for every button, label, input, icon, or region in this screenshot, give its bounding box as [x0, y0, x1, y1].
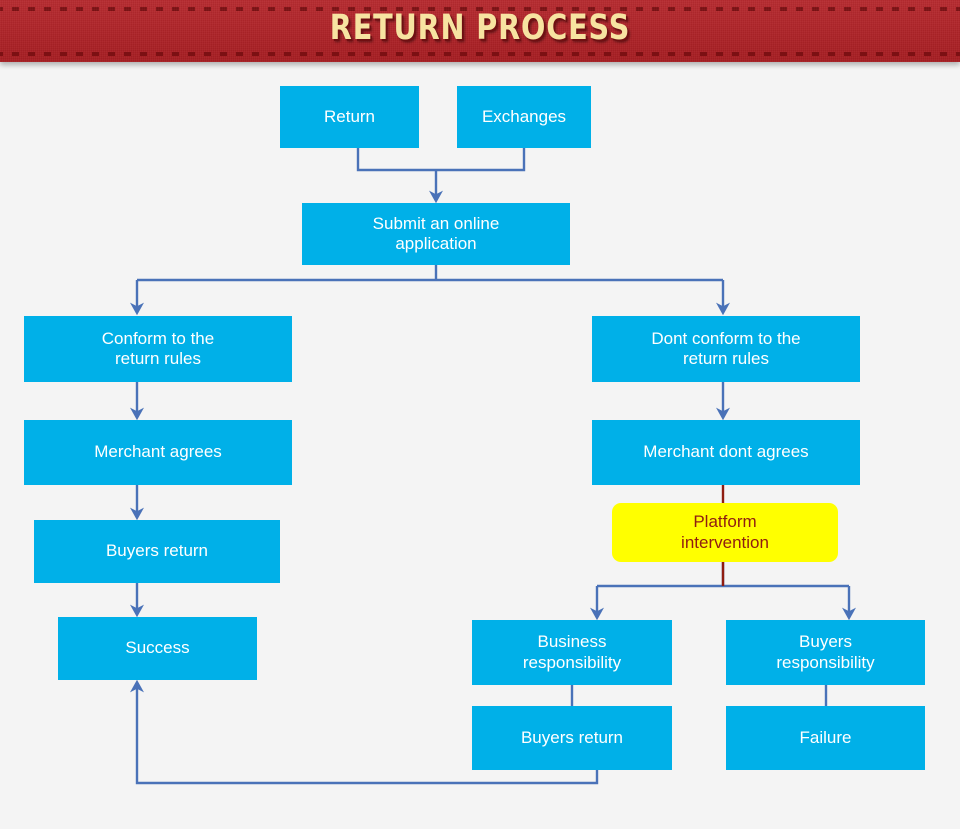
node-conform-to-return-rules[interactable]: Conform to the return rules — [24, 316, 292, 382]
node-return-label: Return — [323, 106, 376, 126]
node-merchant-dont-agrees[interactable]: Merchant dont agrees — [592, 420, 860, 485]
node-conform-label-line2: return rules — [115, 349, 201, 368]
edge-return-to-junction — [356, 148, 436, 172]
node-merchant-dont-agrees-label: Merchant dont agrees — [643, 442, 809, 462]
edge-exchanges-to-junction — [436, 148, 526, 172]
node-platform-label-line2: intervention — [681, 532, 769, 552]
node-submit-label-line1: Submit an online — [372, 213, 500, 233]
node-buyers-responsibility[interactable]: Buyers responsibility — [726, 620, 925, 685]
node-submit-label-line2: application — [395, 234, 477, 253]
node-platform-intervention[interactable]: Platform intervention — [612, 503, 838, 562]
node-buyers-resp-label-line1: Buyers — [799, 632, 852, 652]
node-return[interactable]: Return — [280, 86, 419, 148]
node-buyers-return-bottom[interactable]: Buyers return — [472, 706, 672, 770]
node-exchanges[interactable]: Exchanges — [457, 86, 591, 148]
node-submit-online-application[interactable]: Submit an online application — [302, 203, 570, 265]
node-business-resp-label-line2: responsibility — [522, 652, 622, 672]
node-buyers-return-left-label: Buyers return — [105, 541, 209, 561]
node-failure-label: Failure — [799, 727, 852, 747]
node-buyers-return-left[interactable]: Buyers return — [34, 520, 280, 583]
page-title: RETURN PROCESS — [329, 8, 631, 48]
node-merchant-agrees-label: Merchant agrees — [94, 442, 222, 462]
node-business-responsibility[interactable]: Business responsibility — [472, 620, 672, 685]
node-merchant-agrees[interactable]: Merchant agrees — [24, 420, 292, 485]
node-failure[interactable]: Failure — [726, 706, 925, 770]
node-dont-conform-to-return-rules[interactable]: Dont conform to the return rules — [592, 316, 860, 382]
node-exchanges-label: Exchanges — [481, 106, 567, 126]
node-business-resp-label-line1: Business — [537, 632, 607, 652]
node-buyers-resp-label-line2: responsibility — [776, 652, 875, 672]
node-dont-conform-label-line2: return rules — [683, 349, 769, 368]
node-buyers-return-bottom-label: Buyers return — [520, 727, 624, 747]
node-dont-conform-label-line1: Dont conform to the — [651, 328, 801, 348]
header-banner: RETURN PROCESS — [0, 0, 960, 62]
node-success-label: Success — [125, 638, 190, 658]
node-conform-label-line1: Conform to the — [101, 328, 215, 348]
node-success[interactable]: Success — [58, 617, 257, 680]
node-platform-label-line1: Platform — [693, 512, 757, 532]
